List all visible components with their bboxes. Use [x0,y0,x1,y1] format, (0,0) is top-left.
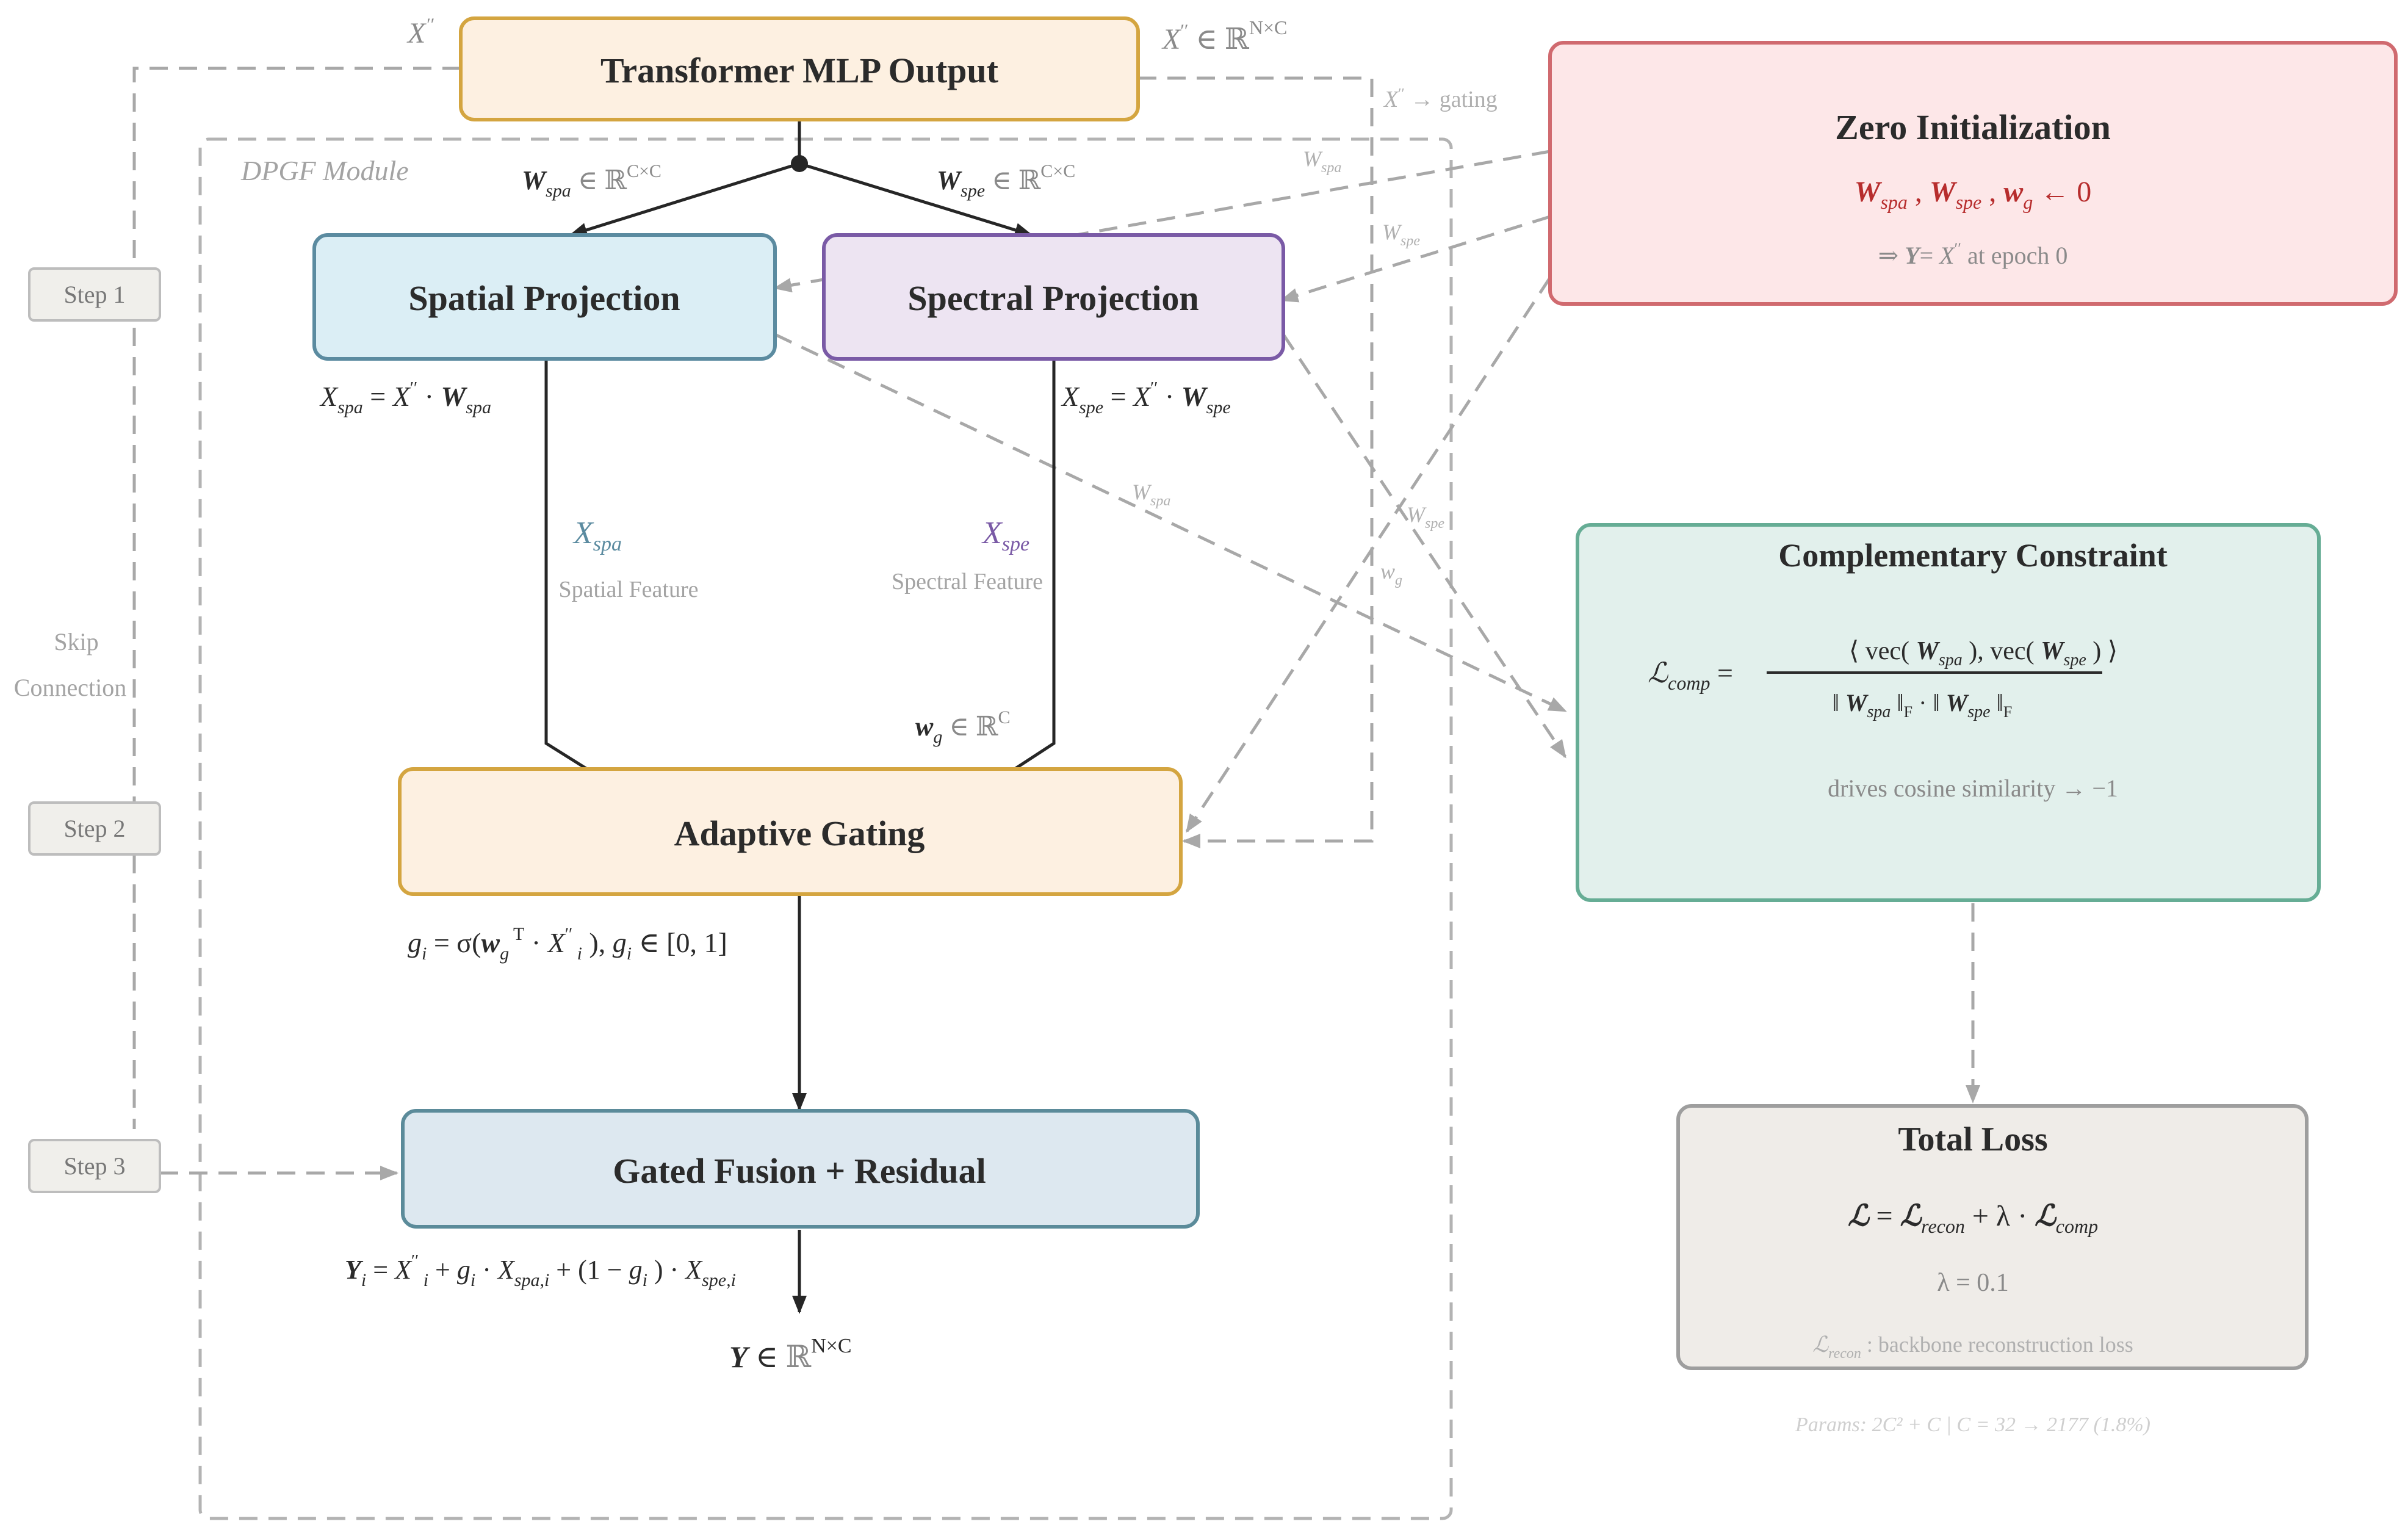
x-spe-equation: Xspe = X′′ · Wspe [1061,379,1231,417]
spectral-to-comp-arrow [1282,333,1567,759]
gated-fusion-node: Gated Fusion + Residual [401,1109,1200,1229]
solid-connectors [544,120,1056,1314]
x-spe-feature-symbol: Xspe [981,516,1029,555]
dpgf-module-frame [198,137,1453,1520]
gating-input-arrow [1138,76,1374,848]
svg-text:drives cosine similarity → −1: drives cosine similarity → −1 [1828,774,2118,802]
gate-equation: gi = σ(wg T · X′′ i ), gi ∈ [0, 1] [408,924,727,964]
w-g-shape-label: wg ∈ ℝC [915,707,1011,747]
svg-text:Transformer MLP Output: Transformer MLP Output [600,51,999,90]
spectral-feature-label: Spectral Feature [892,569,1043,594]
spatial-to-gating-line [544,359,593,774]
svg-text:‖ Wspa ‖F · ‖ Wspe ‖F: ‖ Wspa ‖F · ‖ Wspe ‖F [1833,689,2013,721]
zero-initialization-node: Zero Initialization Wspa , Wspe , wg ← 0… [1548,41,2398,306]
split-to-spectral-arrow [799,162,1033,237]
split-to-spatial-arrow [569,162,800,237]
svg-text:⇒ Y= X′′ at epoch 0: ⇒ Y= X′′ at epoch 0 [1878,240,2068,269]
spectral-projection-node: Spectral Projection [822,233,1285,361]
svg-text:⟨ vec( Wspa ), vec( Wspe ) ⟩: ⟨ vec( Wspa ), vec( Wspe ) ⟩ [1849,637,2118,670]
svg-text:Spectral Projection: Spectral Projection [907,278,1199,318]
x-input-label-left: X′′ [406,15,434,49]
spectral-to-gating-line [1009,359,1056,774]
edge-label-wspe-1: Wspe [1382,220,1420,249]
edge-label-wspe-2: Wspe [1407,502,1444,532]
svg-text:Spatial Projection: Spatial Projection [408,278,680,318]
svg-text:Gated Fusion + Residual: Gated Fusion + Residual [613,1151,986,1191]
x-to-gating-label: X′′ → gating [1383,86,1498,112]
svg-text:ℒrecon : backbone reconstructi: ℒrecon : backbone reconstruction loss [1812,1332,2133,1362]
svg-text:Adaptive Gating: Adaptive Gating [674,814,925,853]
spatial-projection-node: Spatial Projection [312,233,777,361]
step-2: Step 2 [28,801,161,856]
split-node [791,155,808,172]
svg-text:λ = 0.1: λ = 0.1 [1937,1269,2009,1297]
svg-text:Wspa , Wspe , wg ← 0: Wspa , Wspe , wg ← 0 [1855,176,2092,213]
skip-label-1: Skip [54,628,98,655]
zero-to-gating-arrow [1185,276,1552,833]
w-spa-shape-label: Wspa ∈ ℝC×C [522,161,661,201]
x-input-shape-label: X′′ ∈ ℝN×C [1161,16,1287,56]
svg-text:Total Loss: Total Loss [1898,1121,2047,1158]
edge-label-wspa-2: Wspa [1132,480,1170,509]
edge-label-wg: wg [1380,559,1402,588]
svg-text:Complementary Constraint: Complementary Constraint [1778,537,2167,574]
edge-label-wspa-1: Wspa [1303,146,1341,176]
x-spa-feature-symbol: Xspa [572,516,622,555]
skip-label-2: Connection [14,674,126,701]
svg-text:Zero Initialization: Zero Initialization [1835,107,2111,147]
step-3: Step 3 [28,1139,161,1193]
w-spe-shape-label: Wspe ∈ ℝC×C [937,161,1075,201]
x-spa-equation: Xspa = X′′ · Wspa [319,379,491,417]
svg-text:ℒcomp =: ℒcomp = [1648,657,1733,694]
svg-text:Step 2: Step 2 [63,815,125,842]
svg-text:ℒ = ℒrecon + λ · ℒcomp: ℒ = ℒrecon + λ · ℒcomp [1848,1200,2098,1237]
output-shape-label: Y ∈ ℝN×C [729,1335,852,1374]
total-loss-node: Total Loss ℒ = ℒrecon + λ · ℒcomp λ = 0.… [1676,1104,2309,1370]
adaptive-gating-node: Adaptive Gating [398,767,1183,896]
svg-text:Step 1: Step 1 [63,281,125,308]
svg-text:Step 3: Step 3 [63,1152,125,1180]
dpgf-module-label: DPGF Module [240,155,409,186]
skip-connection-line [132,67,461,1129]
zero-to-spectral-arrow [1280,215,1551,303]
fusion-equation: Yi = X′′ i + gi · Xspa,i + (1 − gi ) · X… [345,1252,736,1290]
transformer-output-node: Transformer MLP Output [459,16,1140,121]
spatial-feature-label: Spatial Feature [559,577,699,602]
complementary-constraint-node: Complementary Constraint ℒcomp = ⟨ vec( … [1576,523,2321,902]
params-note: Params: 2C² + C | C = 32 → 2177 (1.8%) [1795,1413,2150,1436]
step-1: Step 1 [28,267,161,322]
